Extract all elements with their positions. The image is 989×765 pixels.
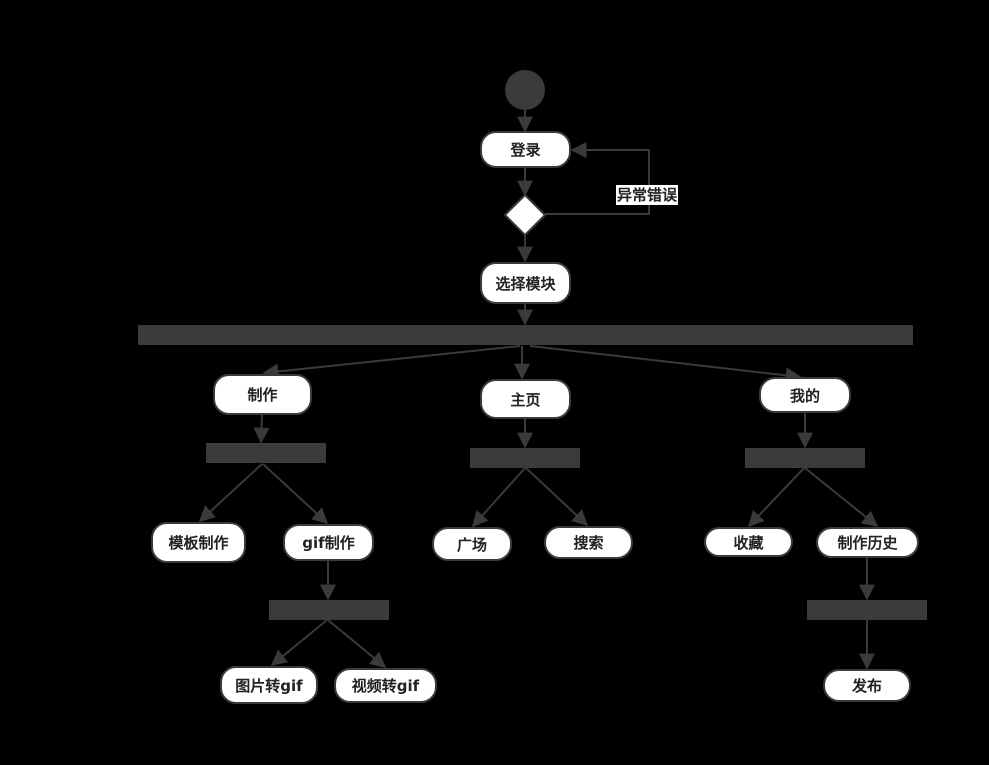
- edge-fork-mine: [529, 345, 802, 384]
- edge-gifbar-image: [270, 619, 328, 667]
- edge-minebar-favorites: [747, 467, 805, 528]
- fork-bar-main: [138, 325, 913, 345]
- node-make: 制作: [213, 374, 312, 415]
- node-video-to-gif: 视频转gif: [334, 668, 437, 703]
- node-search: 搜索: [544, 526, 633, 559]
- node-make-history: 制作历史: [816, 527, 919, 558]
- node-plaza: 广场: [432, 527, 512, 561]
- decision-diamond: [503, 193, 547, 237]
- fork-bar-history: [807, 600, 927, 620]
- node-gif-make: gif制作: [283, 524, 374, 561]
- fork-bar-gif: [269, 600, 389, 620]
- edge-homebar-plaza: [471, 467, 526, 528]
- edge-error-loop: [545, 142, 650, 215]
- node-favorites: 收藏: [704, 527, 793, 557]
- start-node: [505, 70, 545, 110]
- edge-makebar-gif: [262, 463, 329, 525]
- node-publish: 发布: [823, 669, 911, 702]
- edge-makebar-template: [198, 463, 263, 523]
- edge-homebar-search: [525, 467, 589, 527]
- node-select-module: 选择模块: [480, 262, 571, 304]
- edge-minebar-history: [804, 467, 879, 528]
- edge-fork-make: [262, 345, 521, 380]
- node-image-to-gif: 图片转gif: [220, 666, 318, 704]
- node-home: 主页: [480, 379, 571, 419]
- edge-label-error: 异常错误: [616, 185, 679, 205]
- edge-make-bar: [253, 413, 270, 444]
- fork-bar-home: [470, 448, 580, 468]
- edge-gifbar-video: [327, 619, 387, 669]
- node-template-make: 模板制作: [151, 522, 246, 563]
- node-mine: 我的: [759, 377, 851, 413]
- node-login: 登录: [480, 131, 571, 168]
- fork-bar-make: [206, 443, 326, 463]
- fork-bar-mine: [745, 448, 865, 468]
